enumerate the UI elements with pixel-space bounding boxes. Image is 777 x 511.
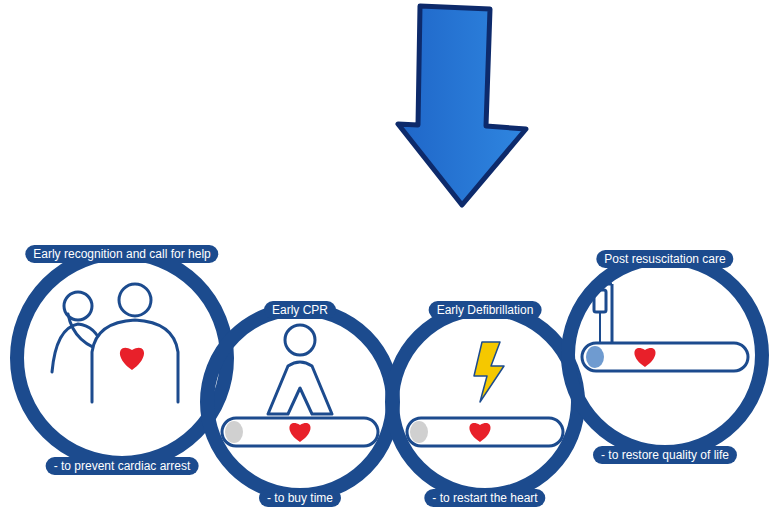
heart [120, 348, 144, 370]
head [410, 421, 428, 443]
label-holder: - to buy time [259, 488, 341, 507]
label-holder: Early recognition and call for help [25, 244, 218, 263]
cpr-figure [222, 325, 378, 446]
heart [634, 348, 655, 367]
step-heading: Early recognition and call for help [25, 245, 218, 263]
iv-drip [594, 284, 612, 343]
label-holder: - to prevent cardiac arrest [46, 456, 199, 475]
step-purpose: - to restore quality of life [593, 446, 737, 464]
patient-body [582, 343, 748, 371]
head [225, 421, 243, 443]
chain-circle: Early Defibrillation- to restart the hea… [385, 302, 585, 502]
step-purpose: - to buy time [259, 489, 341, 507]
step-heading: Post resuscitation care [596, 250, 733, 268]
label-holder: Early CPR [264, 300, 336, 319]
chain-circle: Post resuscitation care- to restore qual… [561, 251, 769, 459]
lightning-bolt [474, 342, 504, 402]
step-heading: Early CPR [264, 301, 336, 319]
recognition-figure [52, 284, 178, 402]
chain-circle: Early CPR- to buy time [200, 302, 400, 502]
step-heading: Early Defibrillation [429, 301, 542, 319]
heart [469, 423, 490, 442]
head [586, 346, 604, 368]
chain-circle: Early recognition and call for help- to … [10, 246, 234, 470]
step-purpose: - to restart the heart [424, 489, 545, 507]
step-purpose: - to prevent cardiac arrest [46, 457, 199, 475]
label-holder: Early Defibrillation [429, 300, 542, 319]
heart [289, 423, 310, 442]
patient-body [407, 418, 563, 446]
label-holder: - to restart the heart [424, 488, 545, 507]
down-arrow [398, 6, 526, 205]
label-holder: Post resuscitation care [596, 249, 733, 268]
label-holder: - to restore quality of life [593, 445, 737, 464]
